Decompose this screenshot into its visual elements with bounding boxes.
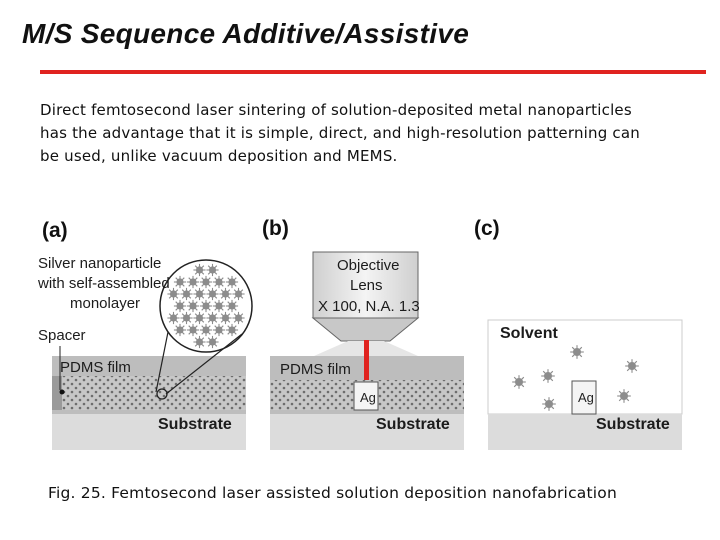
- nanoparticle: [212, 323, 226, 337]
- panel-a-spacer-block: [52, 376, 62, 410]
- np-label-line-3: monolayer: [70, 295, 140, 312]
- zoom-spot: [156, 388, 168, 400]
- panel-b-ag-label: Ag: [360, 390, 376, 405]
- solvent-label: Solvent: [500, 325, 558, 342]
- nanoparticle: [193, 263, 206, 277]
- spacer-pointer-dot: [59, 389, 65, 395]
- intro-line-1: Direct femtosecond laser sintering of so…: [40, 101, 632, 119]
- panel-c-ag-block: [571, 380, 597, 415]
- panel-a-substrate: [52, 414, 246, 450]
- spacer-label: Spacer: [38, 327, 86, 344]
- nanoparticle: [219, 287, 232, 301]
- panel-b: (b) Ag Objective Lens X 100, N.A. 1.3 PD…: [262, 217, 464, 450]
- nanoparticle: [167, 287, 180, 301]
- nanoparticle: [173, 275, 187, 289]
- laser-beam: [364, 340, 369, 380]
- panel-b-substrate: [270, 414, 464, 450]
- nanoparticle: [199, 275, 213, 289]
- panel-b-tag: (b): [262, 217, 289, 240]
- solvent-nanoparticle: [625, 359, 639, 373]
- nanoparticle: [212, 275, 226, 289]
- panel-b-pdms-label: PDMS film: [280, 361, 351, 378]
- nanoparticle: [199, 299, 213, 313]
- nanoparticle: [232, 311, 245, 325]
- lens-label-line-1: Objective: [337, 257, 400, 274]
- zoom-line-right: [165, 333, 243, 395]
- nanoparticle: [206, 287, 219, 301]
- panel-a: (a) Silver nanoparticle with self-assemb…: [37, 219, 253, 450]
- panel-c: (c) Ag Solvent Substrate: [474, 217, 683, 450]
- solvent-nanoparticle: [541, 369, 555, 383]
- nanoparticle: [193, 335, 206, 349]
- nanoparticle: [206, 335, 219, 349]
- intro-line-2: has the advantage that it is simple, dir…: [40, 124, 640, 142]
- panel-c-substrate: [488, 414, 682, 450]
- panel-c-tag: (c): [474, 217, 500, 240]
- solvent-nanoparticle: [542, 397, 556, 411]
- intro-paragraph: Direct femtosecond laser sintering of so…: [40, 99, 700, 168]
- figure-diagram: (a) Silver nanoparticle with self-assemb…: [37, 217, 683, 450]
- nanoparticle: [173, 299, 187, 313]
- nanoparticle: [232, 287, 245, 301]
- nanoparticle: [206, 263, 219, 277]
- objective-lens-body: [312, 251, 419, 319]
- panel-a-substrate-label: Substrate: [158, 416, 232, 433]
- lens-label-line-2: Lens: [350, 277, 383, 294]
- panel-b-substrate-label: Substrate: [376, 416, 450, 433]
- nanoparticle: [180, 311, 193, 325]
- np-label-line-2: with self-assembled: [37, 275, 170, 292]
- solvent-nanoparticle: [512, 375, 526, 389]
- nanoparticle: [212, 299, 226, 313]
- slide-title: M/S Sequence Additive/Assistive: [22, 18, 470, 49]
- nanoparticle: [186, 275, 200, 289]
- intro-line-3: be used, unlike vacuum deposition and ME…: [40, 147, 398, 165]
- nanoparticle: [199, 323, 213, 337]
- panel-b-ag-block: [353, 381, 379, 411]
- np-label-line-1: Silver nanoparticle: [38, 255, 161, 272]
- zoom-line-left: [155, 331, 169, 393]
- nanoparticle: [180, 287, 193, 301]
- lens-label-line-3: X 100, N.A. 1.3: [318, 298, 420, 315]
- panel-c-ag-label: Ag: [578, 390, 594, 405]
- nanoparticle: [206, 311, 219, 325]
- nanoparticle: [186, 323, 200, 337]
- nanoparticle: [167, 311, 180, 325]
- nanoparticle: [193, 311, 206, 325]
- solvent-nanoparticle: [570, 345, 584, 359]
- nanoparticle: [225, 323, 239, 337]
- nanoparticle: [225, 299, 239, 313]
- figure-caption: Fig. 25. Femtosecond laser assisted solu…: [48, 484, 617, 502]
- nanoparticle: [173, 323, 187, 337]
- nanoparticle: [219, 311, 232, 325]
- title-underline: [40, 70, 706, 74]
- panel-a-pdms-label: PDMS film: [60, 359, 131, 376]
- nanoparticle: [225, 275, 239, 289]
- objective-lens-tip: [311, 317, 420, 342]
- panel-a-tag: (a): [42, 219, 68, 242]
- panel-c-substrate-label: Substrate: [596, 416, 670, 433]
- nanoparticle: [186, 299, 200, 313]
- nanoparticle-cluster: [167, 263, 245, 349]
- panel-a-nanoparticle-layer: [52, 376, 246, 410]
- nanoparticle: [193, 287, 206, 301]
- solvent-particles: [512, 345, 639, 411]
- solvent-nanoparticle: [617, 389, 631, 403]
